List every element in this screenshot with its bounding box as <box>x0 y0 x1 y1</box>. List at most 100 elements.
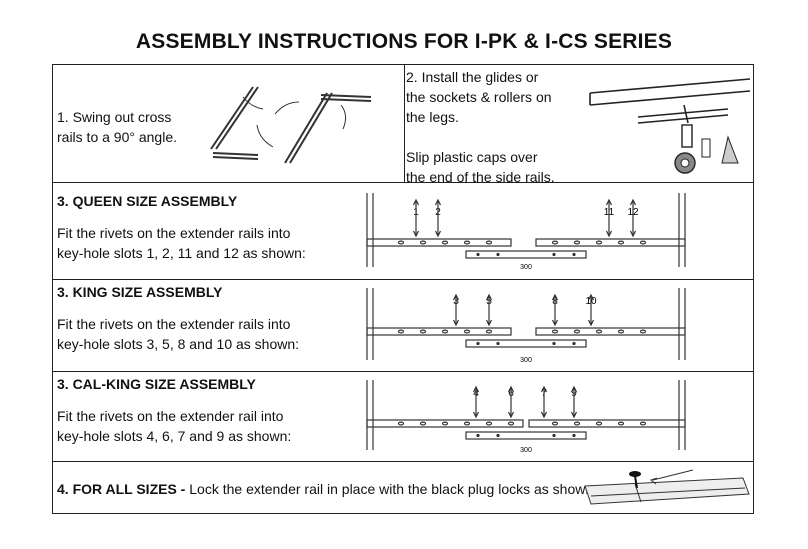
rail-geometry <box>366 380 686 450</box>
instructions-table: 1. Swing out cross rails to a 90° angle. <box>52 64 754 514</box>
row-king-assembly: 3. KING SIZE ASSEMBLY Fit the rivets on … <box>53 280 753 372</box>
queen-rail-diagram: 1 2 11 12 300 <box>366 193 686 271</box>
arrow-head <box>472 411 480 419</box>
arrow-head <box>551 293 559 301</box>
row-all-sizes: 4. FOR ALL SIZES - Lock the extender rai… <box>53 462 753 515</box>
key-hole-slot <box>463 240 471 245</box>
side-rail <box>535 327 686 336</box>
key-hole-slot <box>639 329 647 334</box>
swing-out-frame-illustration <box>210 86 372 164</box>
step4-text: 4. FOR ALL SIZES - Lock the extender rai… <box>57 481 598 497</box>
arrow-head <box>412 198 420 206</box>
key-hole-slot <box>573 240 581 245</box>
arrow-head <box>507 411 515 419</box>
rail-geometry <box>366 193 686 267</box>
arrow-head <box>551 319 559 327</box>
step1-text: 1. Swing out cross rails to a 90° angle. <box>57 109 178 145</box>
key-hole-slot <box>419 329 427 334</box>
rivet <box>496 433 500 438</box>
arrow-head <box>452 319 460 327</box>
rivet <box>572 433 576 438</box>
row-steps-1-2: 1. Swing out cross rails to a 90° angle. <box>53 65 753 185</box>
queen-heading: 3. QUEEN SIZE ASSEMBLY <box>57 193 238 209</box>
extender-rail <box>465 431 587 440</box>
side-rail <box>535 238 686 247</box>
arrow-head <box>452 293 460 301</box>
key-hole-slot <box>419 240 427 245</box>
rivet <box>572 341 576 346</box>
key-hole-slot <box>617 329 625 334</box>
king-text: Fit the rivets on the extender rails int… <box>57 316 300 352</box>
key-hole-slot <box>639 240 647 245</box>
side-rail <box>366 327 512 336</box>
key-hole-slot <box>441 421 449 426</box>
rivet <box>552 341 556 346</box>
key-hole-slot <box>485 329 493 334</box>
arrow-head <box>472 385 480 393</box>
arrow-head <box>629 198 637 206</box>
arrow-head <box>570 411 578 419</box>
key-hole-slot <box>573 421 581 426</box>
rivet <box>552 433 556 438</box>
step2-text: 2. Install the glides or the sockets & r… <box>406 69 555 185</box>
key-hole-slot <box>639 421 647 426</box>
rail-label: 300 <box>520 264 532 271</box>
rivet <box>552 252 556 257</box>
page-title: ASSEMBLY INSTRUCTIONS FOR I-PK & I-CS SE… <box>135 30 673 53</box>
rail-label: 300 <box>520 357 532 364</box>
rail-geometry <box>366 288 686 360</box>
key-hole-slot <box>397 421 405 426</box>
queen-text: Fit the rivets on the extender rails int… <box>57 225 306 261</box>
arrow-head <box>412 230 420 238</box>
arrow-head <box>587 319 595 327</box>
key-hole-slot <box>463 329 471 334</box>
arrow-head <box>570 385 578 393</box>
arrow-head <box>434 230 442 238</box>
key-hole-slot <box>617 240 625 245</box>
row-queen-assembly: 3. QUEEN SIZE ASSEMBLY Fit the rivets on… <box>53 183 753 280</box>
rivet <box>572 252 576 257</box>
arrow-head <box>629 230 637 238</box>
key-hole-slot <box>595 421 603 426</box>
arrow-head <box>507 385 515 393</box>
plug-lock-illustration <box>584 469 750 505</box>
side-rail <box>366 419 524 428</box>
arrow-head <box>540 411 548 419</box>
arrow-head <box>605 230 613 238</box>
arrow-head <box>485 293 493 301</box>
calking-text: Fit the rivets on the extender rail into… <box>57 408 292 444</box>
arrow-head <box>434 198 442 206</box>
arrow-head <box>485 319 493 327</box>
key-hole-slot <box>595 329 603 334</box>
glides-rollers-illustration <box>589 78 751 174</box>
rivet <box>476 433 480 438</box>
key-hole-slot <box>551 329 559 334</box>
rail-label: 300 <box>520 447 532 454</box>
key-hole-slot <box>397 240 405 245</box>
king-rail-diagram: 3 5 8 10 300 <box>366 288 686 364</box>
key-hole-slot <box>485 240 493 245</box>
side-rail <box>528 419 686 428</box>
key-hole-slot <box>485 421 493 426</box>
arrow-head <box>605 198 613 206</box>
king-heading: 3. KING SIZE ASSEMBLY <box>57 284 223 300</box>
row-calking-assembly: 3. CAL-KING SIZE ASSEMBLY Fit the rivets… <box>53 372 753 462</box>
key-hole-slot <box>551 421 559 426</box>
key-hole-slot <box>463 421 471 426</box>
key-hole-slot <box>595 240 603 245</box>
rivet <box>496 252 500 257</box>
key-hole-slot <box>617 421 625 426</box>
key-hole-slot <box>551 240 559 245</box>
rivet <box>476 341 480 346</box>
calking-heading: 3. CAL-KING SIZE ASSEMBLY <box>57 376 256 392</box>
calking-rail-diagram: 4 6 7 9 300 <box>366 380 686 454</box>
key-hole-slot <box>441 329 449 334</box>
key-hole-slot <box>441 240 449 245</box>
rivet <box>476 252 480 257</box>
key-hole-slot <box>419 421 427 426</box>
arrow-head <box>540 385 548 393</box>
extender-rail <box>465 250 587 259</box>
key-hole-slot <box>573 329 581 334</box>
side-rail <box>366 238 512 247</box>
key-hole-slot <box>397 329 405 334</box>
